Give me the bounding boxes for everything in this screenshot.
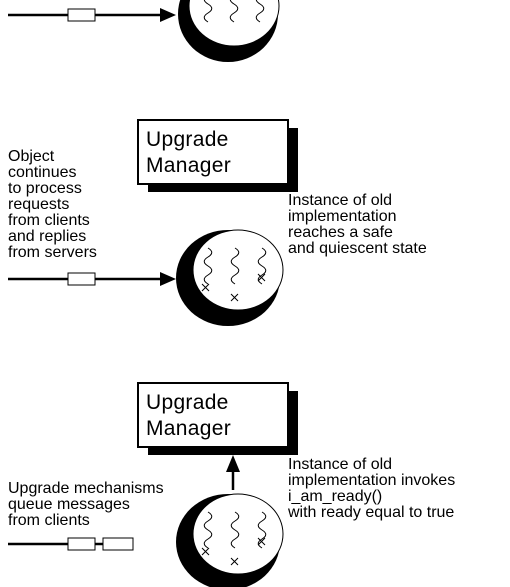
object-sphere [178,0,280,62]
manager-label-line1: Upgrade [146,128,229,151]
halt-marks [201,537,266,566]
manager-label-line1: Upgrade [146,391,229,414]
instance-state-note: Instance of old implementation reaches a… [288,192,427,257]
queued-message-box [67,537,96,551]
object-sphere [176,493,284,587]
upgrade-manager-box [137,382,298,455]
ready-call-note: Instance of old implementation invokes i… [288,456,456,521]
object-sphere [176,229,284,326]
panel-1 [8,0,280,62]
arrowhead-up [226,455,240,472]
manager-label-line2: Manager [146,417,231,440]
object-note: Object continues to process requests fro… [8,148,97,261]
panel-3 [8,382,298,587]
arrowhead [160,272,176,286]
message-box [67,8,96,22]
manager-label-line2: Manager [146,154,231,177]
arrowhead [160,8,176,22]
upgrade-manager-box [137,119,298,192]
queue-note: Upgrade mechanisms queue messages from c… [8,480,164,529]
message-box [67,272,96,286]
panel-2 [8,119,298,326]
halt-marks [201,273,266,302]
queued-message-box [102,537,134,551]
